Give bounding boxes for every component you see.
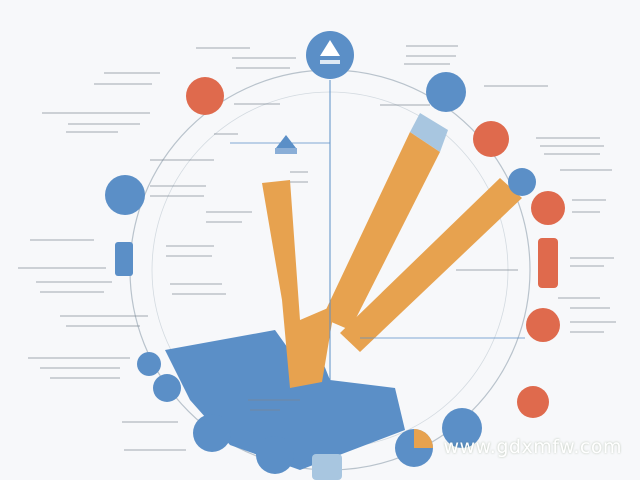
node-left-4 xyxy=(105,175,145,215)
mountain-marker xyxy=(275,135,297,154)
node-bottom-center xyxy=(312,454,342,480)
mountain-icon xyxy=(276,135,296,148)
label-scribbles xyxy=(18,45,616,451)
node-bottom-1 xyxy=(256,436,294,474)
node-left-3 xyxy=(115,242,133,276)
node-bottom-2 xyxy=(193,414,231,452)
node-right-2 xyxy=(508,168,536,196)
node-left-1 xyxy=(153,374,181,402)
node-right-4 xyxy=(538,238,558,288)
node-left-5 xyxy=(186,77,224,115)
orange-band-left xyxy=(262,180,335,388)
orange-band-middle xyxy=(322,132,440,330)
node-top xyxy=(306,31,354,79)
node-bottom-right-2 xyxy=(395,429,433,467)
orange-band-right xyxy=(340,178,522,352)
node-bottom-right xyxy=(442,408,482,448)
node-top-right xyxy=(426,72,466,112)
tent-icon xyxy=(320,40,340,56)
watermark-text: www.gdxmfw.com xyxy=(443,436,622,458)
node-right-5 xyxy=(526,308,560,342)
node-left-2 xyxy=(137,352,161,376)
node-right-3 xyxy=(531,191,565,225)
node-right-1 xyxy=(473,121,509,157)
light-blue-band-tip xyxy=(410,113,448,152)
node-right-6 xyxy=(517,386,549,418)
